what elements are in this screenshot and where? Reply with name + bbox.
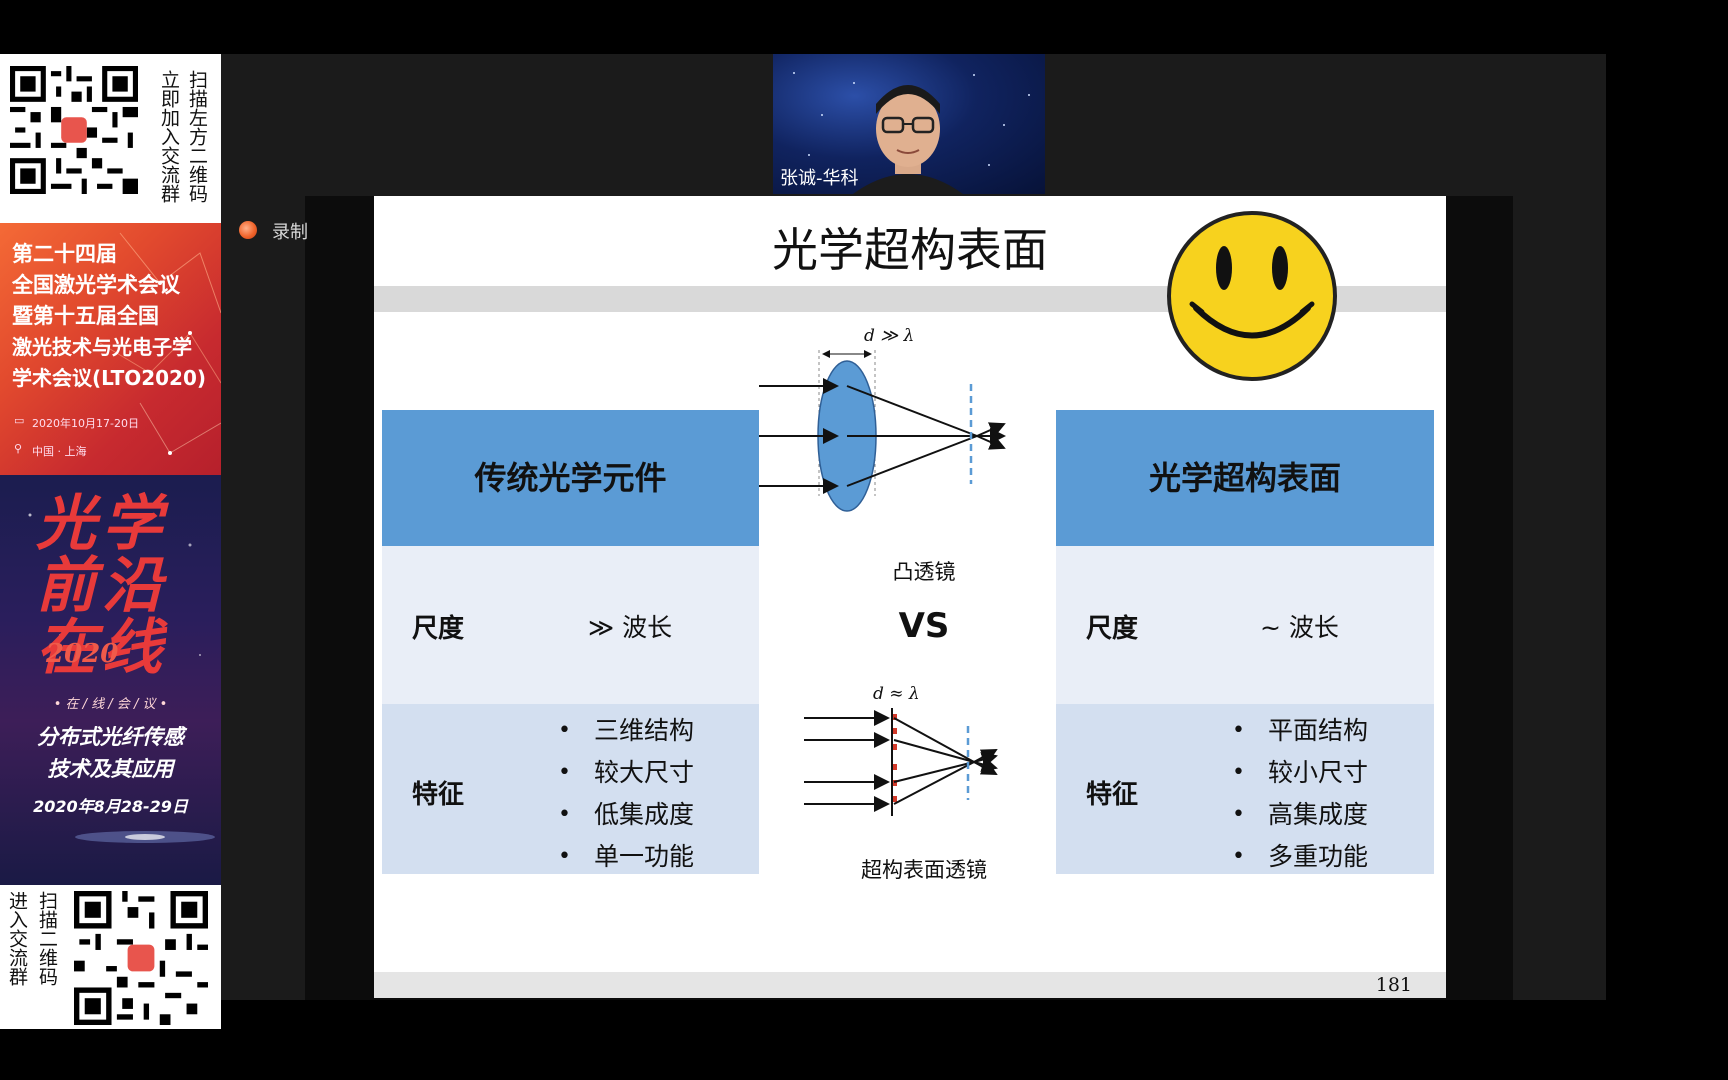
conference-location: 中国 · 上海: [32, 445, 87, 458]
conference-line-1: 第二十四届: [12, 242, 117, 266]
qr-top-caption-col1: 扫描左方二维码: [186, 70, 208, 203]
list-item: 较大尺寸: [558, 752, 694, 794]
conference-line-5: 学术会议(LTO2020): [12, 366, 207, 390]
poster-subtitle: • 在 / 线 / 会 / 议 •: [53, 697, 168, 712]
list-item: 低集成度: [558, 794, 694, 836]
event-poster[interactable]: 光学前沿在线 2020 • 在 / 线 / 会 / 议 • 分布式光纤传感 技术…: [0, 475, 221, 885]
left-scale-row: 尺度 ≫ 波长: [382, 546, 759, 704]
slide-page-number: 181: [1375, 974, 1412, 996]
list-item: 高集成度: [1232, 794, 1368, 836]
calendar-icon: ▭: [14, 414, 25, 427]
conference-date: 2020年10月17-20日: [32, 417, 139, 430]
location-pin-icon: ⚲: [14, 442, 23, 455]
presenter-avatar: [853, 85, 963, 194]
right-feature-label: 特征: [1086, 780, 1139, 810]
conference-banner[interactable]: 第二十四届 全国激光学术会议 暨第十五届全国 激光技术与光电子学 学术会议(LT…: [0, 223, 221, 475]
lens-formula: d ≫ λ: [864, 326, 915, 346]
slide-footer-bar: [374, 972, 1446, 998]
left-scale-value: ≫ 波长: [588, 613, 673, 642]
left-feature-row: 特征 三维结构 较大尺寸 低集成度 单一功能: [382, 704, 759, 878]
left-scale-label: 尺度: [412, 614, 465, 644]
right-feature-row: 特征 平面结构 较小尺寸 高集成度 多重功能: [1056, 704, 1434, 878]
conference-line-3: 暨第十五届全国: [12, 304, 159, 328]
poster-year: 2020: [46, 639, 119, 669]
list-item: 三维结构: [558, 710, 694, 752]
presentation-slide: 光学超构表面 传统光学元件 尺度 ≫ 波长 特征 三维结构 较大尺寸 低集成度 …: [374, 196, 1446, 998]
right-table-header: 光学超构表面: [1056, 410, 1434, 546]
record-indicator-icon[interactable]: [239, 221, 257, 239]
qr-code-top[interactable]: [10, 66, 138, 194]
lens-caption: 凸透镜: [892, 560, 956, 584]
left-table-header: 传统光学元件: [382, 410, 759, 546]
poster-date: 2020年8月28-29日: [33, 797, 188, 816]
left-feature-list: 三维结构 较大尺寸 低集成度 单一功能: [558, 710, 694, 878]
poster-art-title: 光学前沿在线: [36, 489, 168, 683]
left-feature-label: 特征: [412, 780, 465, 810]
right-scale-label: 尺度: [1086, 614, 1139, 644]
qr-bottom-caption-col1: 扫描二维码: [36, 891, 58, 986]
metalens-caption: 超构表面透镜: [861, 858, 987, 882]
record-label[interactable]: 录制: [272, 222, 308, 243]
webcam-feed[interactable]: [773, 54, 1045, 194]
poster-topic-line1: 分布式光纤传感: [37, 725, 184, 749]
slide-title: 光学超构表面: [772, 223, 1048, 277]
convex-lens-diagram: [759, 350, 1006, 512]
smiley-face-icon: [1167, 211, 1337, 381]
vs-label: VS: [898, 606, 950, 646]
list-item: 较小尺寸: [1232, 752, 1368, 794]
poster-topic-line2: 技术及其应用: [47, 757, 174, 781]
qr-code-bottom[interactable]: [74, 891, 208, 1025]
presenter-name: 张诚-华科: [780, 168, 859, 189]
metalens-diagram: [804, 708, 998, 816]
list-item: 多重功能: [1232, 836, 1368, 878]
right-feature-list: 平面结构 较小尺寸 高集成度 多重功能: [1232, 710, 1368, 878]
right-scale-value: ~ 波长: [1260, 613, 1339, 642]
list-item: 单一功能: [558, 836, 694, 878]
qr-top-caption-col2: 立即加入交流群: [158, 70, 180, 203]
conference-line-2: 全国激光学术会议: [12, 273, 180, 297]
right-scale-row: 尺度 ~ 波长: [1056, 546, 1434, 704]
conference-line-4: 激光技术与光电子学: [12, 335, 192, 359]
qr-bottom-panel: 扫描二维码 进入交流群: [0, 885, 221, 1029]
qr-bottom-caption-col2: 进入交流群: [6, 891, 28, 986]
list-item: 平面结构: [1232, 710, 1368, 752]
metalens-formula: d ≈ λ: [873, 684, 920, 704]
